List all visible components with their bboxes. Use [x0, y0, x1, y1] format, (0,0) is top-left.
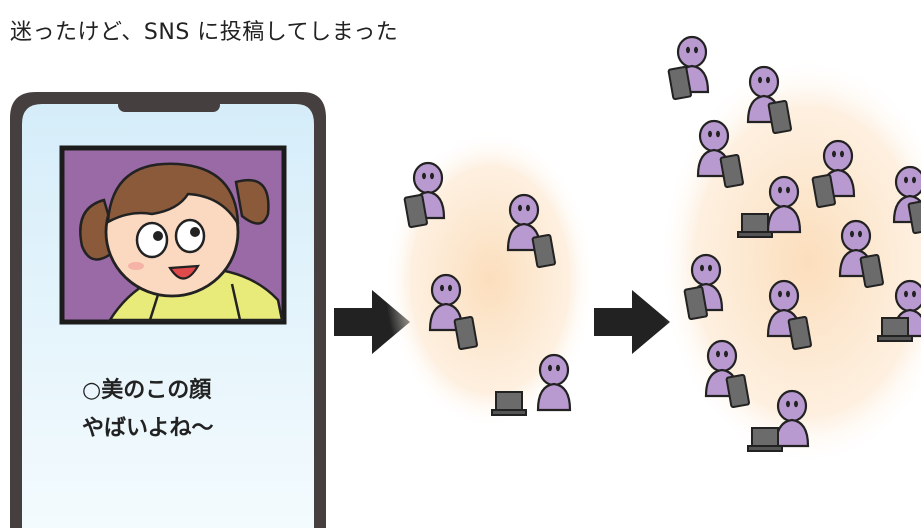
- girl-portrait: [59, 145, 287, 325]
- post-line-2: やばいよね〜: [82, 416, 214, 441]
- post-line-1: ○美のこの顔: [82, 378, 212, 403]
- caption: 迷ったけど、SNS に投稿してしまった: [10, 20, 399, 45]
- post-text: ○美のこの顔 やばいよね〜: [82, 372, 214, 448]
- phone-notch: [118, 98, 220, 112]
- arrow-right-2: [594, 290, 670, 354]
